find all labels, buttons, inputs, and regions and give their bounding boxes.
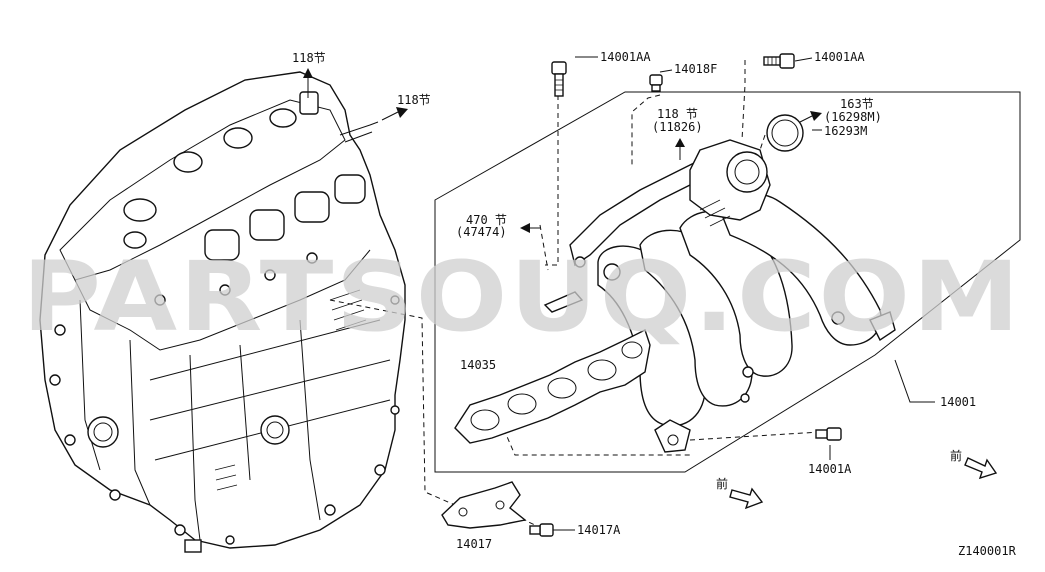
bolt-14001a[interactable] (815, 427, 842, 441)
gasket-14035[interactable] (454, 329, 651, 444)
front-arrow-icon (964, 457, 998, 480)
label-14017a[interactable]: 14017A (577, 523, 621, 537)
label-ref-118-right[interactable]: 118节 (397, 93, 431, 107)
front-marker-right: 前 (950, 448, 962, 463)
label-14035[interactable]: 14035 (460, 358, 496, 372)
bolt-14001aa-left[interactable] (551, 61, 567, 97)
label-ref-470-line1[interactable]: 470 节 (466, 213, 507, 227)
label-ref-470-line2[interactable]: (47474) (456, 225, 507, 239)
front-direction-indicator-lower: 前 (716, 476, 764, 510)
watermark: PARTSOUQ.COM (22, 241, 1022, 353)
label-ref-118-mid-line1[interactable]: 118 节 (657, 107, 698, 121)
intake-manifold-14001[interactable] (569, 139, 896, 453)
label-14001aa-right[interactable]: 14001AA (814, 50, 865, 64)
arrow-right-icon (810, 111, 822, 121)
label-ref-163-line1[interactable]: 163节 (840, 97, 874, 111)
bolt-14017a[interactable] (529, 523, 554, 537)
label-14001a[interactable]: 14001A (808, 462, 852, 476)
bracket-14017[interactable] (441, 481, 527, 529)
label-ref-118-top[interactable]: 118节 (292, 51, 326, 65)
label-16293m[interactable]: 16293M (824, 124, 867, 138)
label-ref-163-line2[interactable]: (16298M) (824, 110, 882, 124)
callout-labels: 118节 118节 14001AA 14018F 14001AA 163节 (1… (292, 50, 1017, 558)
diagram-code: Z140001R (958, 544, 1017, 558)
front-arrow-icon (729, 487, 764, 510)
front-direction-indicator-right: 前 (950, 448, 998, 480)
label-14018f[interactable]: 14018F (674, 62, 717, 76)
arrow-up-icon (303, 68, 313, 78)
bracket-detail (543, 291, 584, 313)
arrow-right-icon (396, 107, 408, 118)
label-14017[interactable]: 14017 (456, 537, 492, 551)
label-ref-118-mid-line2[interactable]: (11826) (652, 120, 703, 134)
arrow-left-icon (520, 223, 530, 233)
engine-assembly-drawing (39, 71, 406, 553)
front-marker-lower: 前 (716, 476, 728, 491)
arrow-up-icon (675, 138, 685, 147)
label-14001[interactable]: 14001 (940, 395, 976, 409)
plug-14018f[interactable] (649, 74, 663, 92)
gasket-16293m[interactable] (766, 114, 804, 152)
bolt-14001aa-right[interactable] (763, 53, 795, 69)
label-14001aa-left[interactable]: 14001AA (600, 50, 651, 64)
